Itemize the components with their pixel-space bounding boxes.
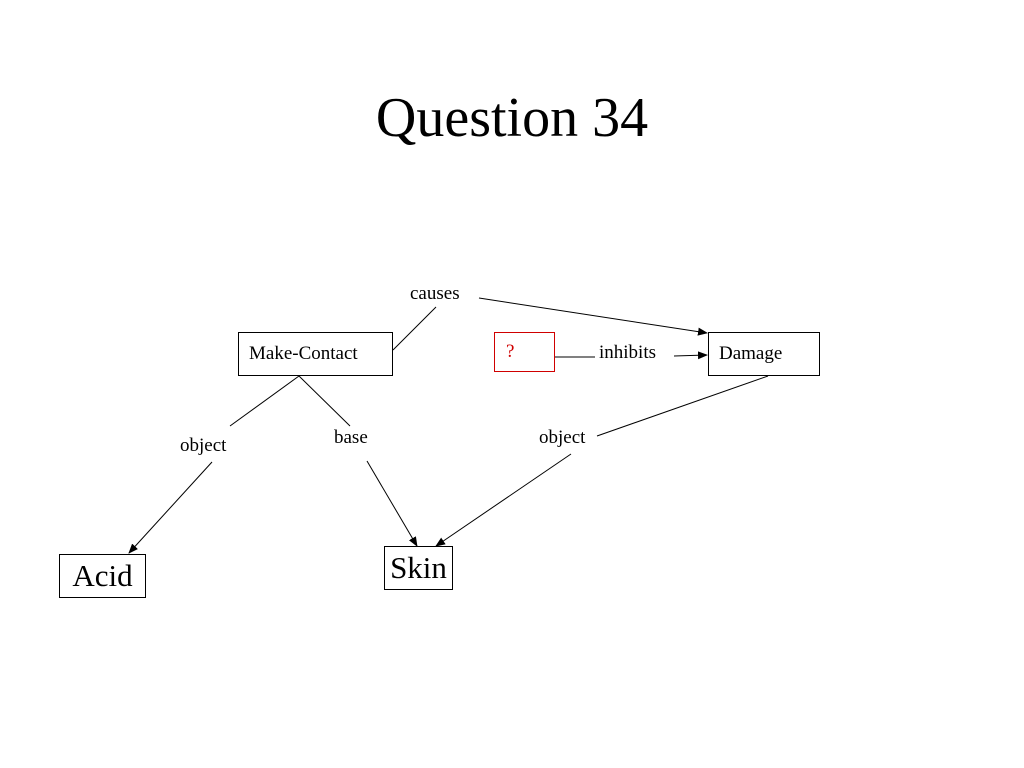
- relation-label-causes: causes: [410, 283, 460, 304]
- edge-object-left-to-acid: [128, 461, 213, 554]
- relation-label-object-right: object: [539, 427, 586, 448]
- slide-title: Question 34: [375, 87, 649, 149]
- node-skin: Skin: [384, 546, 453, 590]
- relation-label-inhibits: inhibits: [599, 342, 657, 363]
- relation-label-base: base: [334, 427, 368, 448]
- edge-base-to-skin: [366, 460, 418, 547]
- edge-object-left-from-make-contact: [229, 375, 300, 427]
- edge-causes-to-damage: [478, 297, 708, 336]
- edge-object-right-to-skin: [435, 453, 572, 547]
- edge-causes-from-make-contact: [392, 306, 437, 351]
- edge-inhibits-to-damage: [673, 351, 708, 360]
- edge-base-from-make-contact: [298, 375, 351, 427]
- edge-object-right-from-damage: [596, 375, 769, 437]
- relation-label-object-left: object: [180, 435, 227, 456]
- node-make-contact: Make-Contact: [238, 332, 393, 376]
- node-damage: Damage: [708, 332, 820, 376]
- node-unknown: ?: [494, 332, 555, 372]
- node-acid: Acid: [59, 554, 146, 598]
